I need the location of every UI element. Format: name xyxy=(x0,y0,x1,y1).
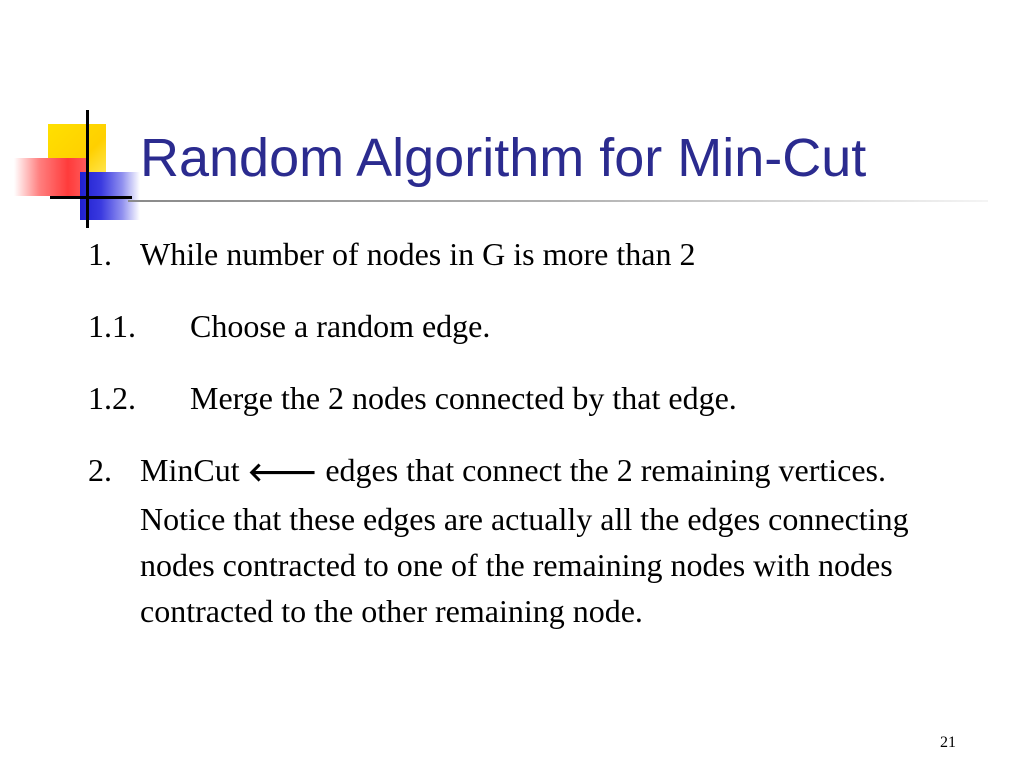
list-item-number: 1.2. xyxy=(88,380,136,416)
list-item-number: 1.1. xyxy=(88,308,136,344)
decorative-horizontal-line xyxy=(50,196,132,199)
list-item-text: Merge the 2 nodes connected by that edge… xyxy=(190,380,737,416)
list-item-1-2: 1.2. Merge the 2 nodes connected by that… xyxy=(88,375,948,421)
list-item-number: 1. xyxy=(88,236,112,272)
page-number: 21 xyxy=(940,734,956,751)
list-item-text: Choose a random edge. xyxy=(190,308,491,344)
list-item-2: 2. MinCut 🡐 edges that connect the 2 rem… xyxy=(88,447,948,683)
left-arrow-icon: 🡐 xyxy=(247,458,318,488)
list-item-text: While number of nodes in G is more than … xyxy=(140,236,696,272)
slide-title: Random Algorithm for Min-Cut xyxy=(140,128,867,188)
decorative-vertical-line xyxy=(86,110,89,228)
decorative-red-bar xyxy=(14,158,86,196)
mincut-label: MinCut xyxy=(140,452,248,488)
list-item-1-1: 1.1. Choose a random edge. xyxy=(88,303,948,349)
list-item-1: 1. While number of nodes in G is more th… xyxy=(88,231,948,277)
list-item-number: 2. xyxy=(88,452,112,488)
mincut-description: edges that connect the 2 remaining verti… xyxy=(140,452,909,629)
title-underline xyxy=(128,200,988,202)
list-item-text: MinCut 🡐 edges that connect the 2 remain… xyxy=(140,447,930,634)
